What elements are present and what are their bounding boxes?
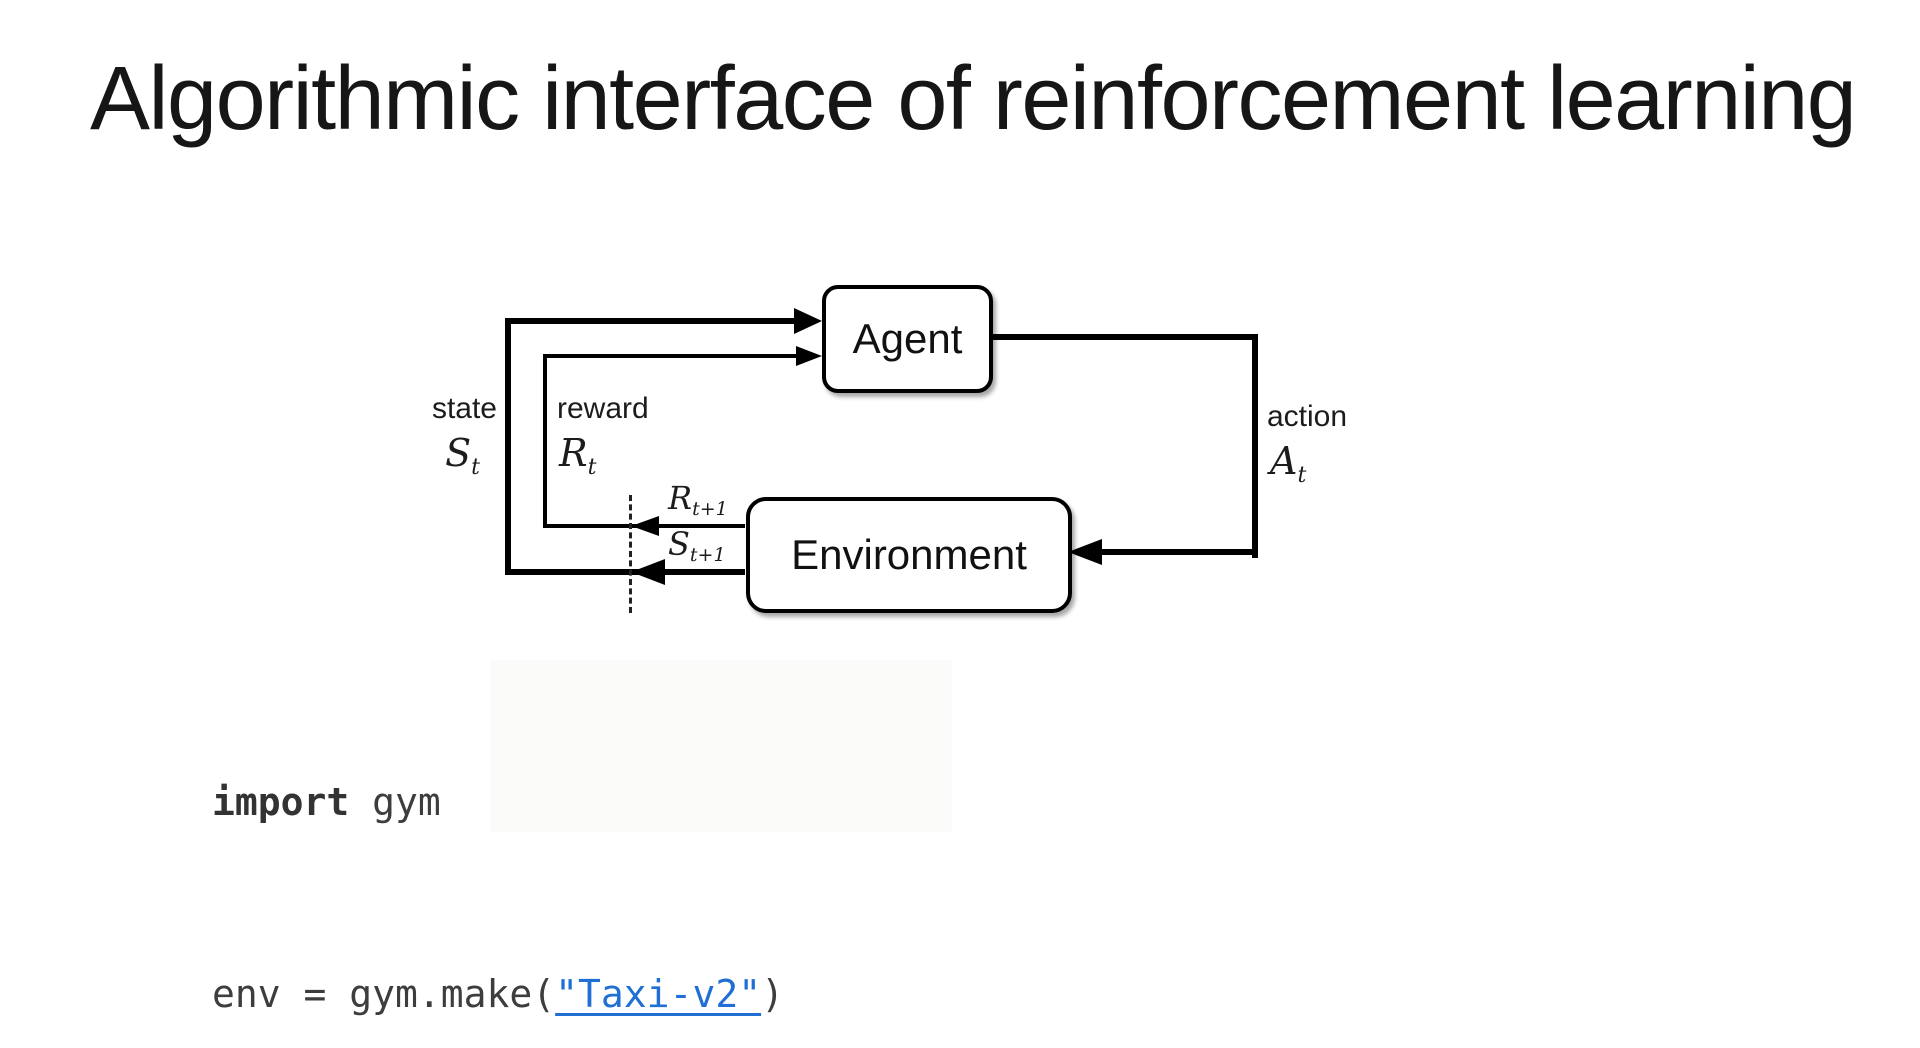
- agent-box-label: Agent: [852, 315, 963, 362]
- arrowhead-reward-into-agent: [796, 346, 822, 366]
- reward-symbol: Rt: [559, 431, 596, 479]
- reward-loop-vertical-line: [543, 354, 547, 528]
- action-loop-vertical-line: [1252, 334, 1258, 558]
- code-line-make-env: env = gym.make("Taxi-v2"): [212, 970, 1447, 1018]
- code-text: ): [761, 972, 784, 1016]
- code-block: import gym env = gym.make("Taxi-v2") obs…: [212, 682, 1447, 1048]
- action-symbol-base: A: [1270, 439, 1298, 483]
- next-state-symbol-base: S: [668, 525, 690, 563]
- state-label: state: [431, 392, 497, 425]
- state-to-agent-line: [505, 318, 805, 324]
- code-line-import: import gym: [212, 778, 1447, 826]
- state-symbol-sub: t: [471, 455, 480, 480]
- next-reward-symbol-sub: t+1: [692, 498, 728, 520]
- next-reward-symbol: Rt+1: [668, 479, 728, 519]
- next-state-symbol-sub: t+1: [689, 544, 726, 566]
- action-label: action: [1267, 400, 1348, 433]
- arrowhead-next-reward: [631, 516, 659, 536]
- environment-box: Environment: [746, 497, 1072, 613]
- next-state-symbol: St+1: [668, 525, 726, 565]
- slide-title: Algorithmic interface of reinforcement l…: [90, 49, 1857, 149]
- state-loop-vertical-line: [505, 318, 511, 575]
- reward-label: reward: [557, 392, 649, 425]
- reward-to-agent-line: [543, 354, 801, 358]
- arrowhead-action-into-environment: [1068, 539, 1102, 565]
- next-reward-symbol-base: R: [668, 479, 693, 517]
- action-to-environment-line: [1080, 549, 1258, 555]
- next-state-line: [505, 569, 745, 575]
- reward-symbol-sub: t: [587, 455, 597, 480]
- code-image-background: [490, 660, 952, 832]
- arrowhead-next-state: [631, 559, 665, 585]
- code-text: gym: [349, 780, 441, 824]
- agent-to-action-line: [985, 334, 1258, 340]
- arrowhead-state-into-agent: [794, 308, 822, 334]
- state-symbol-base: S: [445, 431, 472, 475]
- agent-box: Agent: [822, 285, 993, 393]
- action-symbol-sub: t: [1297, 463, 1307, 488]
- taxi-v2-link[interactable]: "Taxi-v2": [555, 972, 762, 1016]
- timestep-dashed-divider: [629, 495, 632, 613]
- code-text: env = gym.make(: [212, 972, 556, 1016]
- environment-box-label: Environment: [791, 531, 1027, 578]
- state-symbol: St: [380, 431, 480, 479]
- action-symbol: At: [1270, 439, 1306, 487]
- reward-symbol-base: R: [559, 431, 588, 475]
- keyword-import: import: [212, 780, 350, 824]
